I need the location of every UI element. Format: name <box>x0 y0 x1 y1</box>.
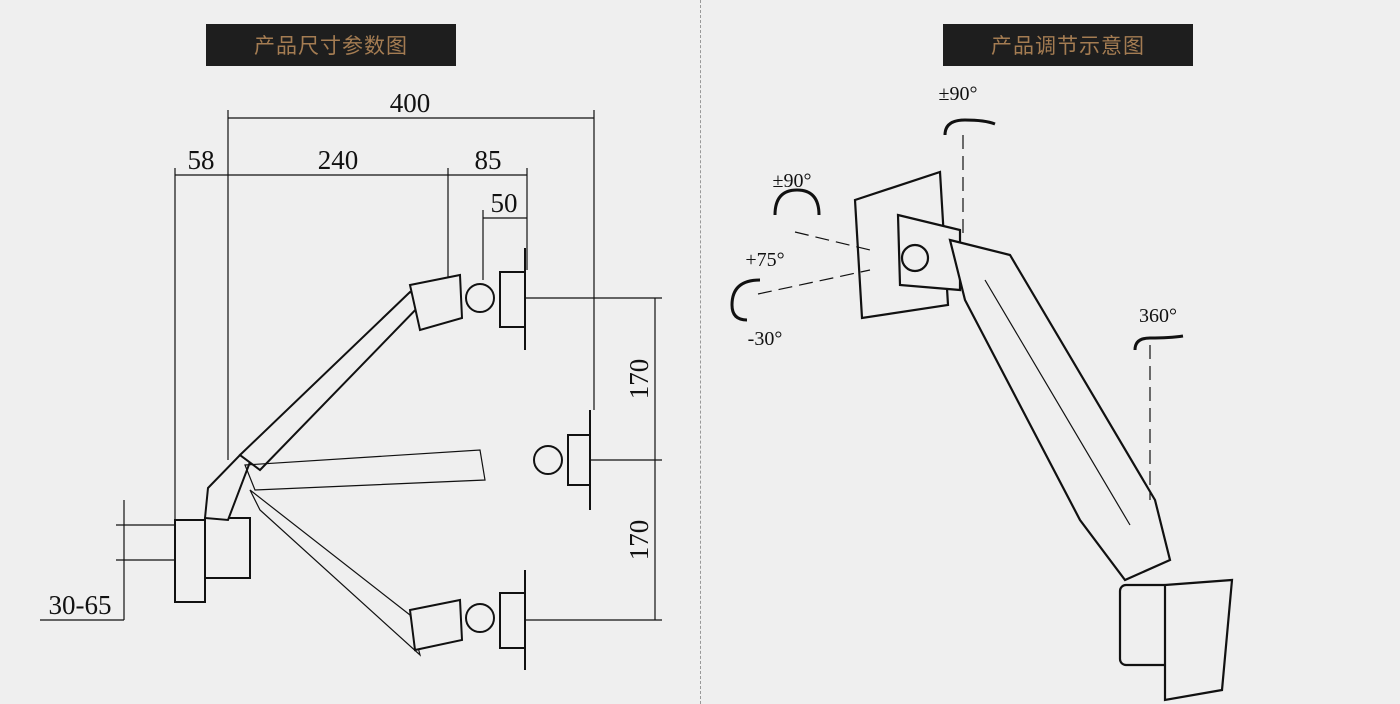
dimension-lines <box>40 110 662 621</box>
angle-tilt-up: +75° <box>745 249 784 271</box>
angle-swivel-top: ±90° <box>939 83 978 105</box>
monitor-arm-perspective <box>853 170 1234 702</box>
monitor-arm-side-views <box>174 248 591 670</box>
dim-30-65: 30-65 <box>49 590 112 620</box>
dim-50: 50 <box>491 188 518 218</box>
dim-58: 58 <box>188 145 215 175</box>
angle-base-rotation: 360° <box>1139 305 1177 327</box>
dim-170-upper: 170 <box>624 359 654 400</box>
dim-240: 240 <box>318 145 359 175</box>
rotation-arrows <box>730 118 1184 351</box>
dim-400: 400 <box>390 88 431 118</box>
angle-rotate-vesa: ±90° <box>773 170 812 192</box>
dim-170-lower: 170 <box>624 520 654 561</box>
angle-tilt-down: -30° <box>748 328 783 350</box>
dimension-diagram-title: 产品尺寸参数图 <box>206 24 456 66</box>
panel-divider <box>700 0 701 704</box>
adjustment-diagram-title: 产品调节示意图 <box>943 24 1193 66</box>
rotation-axes <box>757 135 1151 500</box>
dim-85: 85 <box>475 145 502 175</box>
